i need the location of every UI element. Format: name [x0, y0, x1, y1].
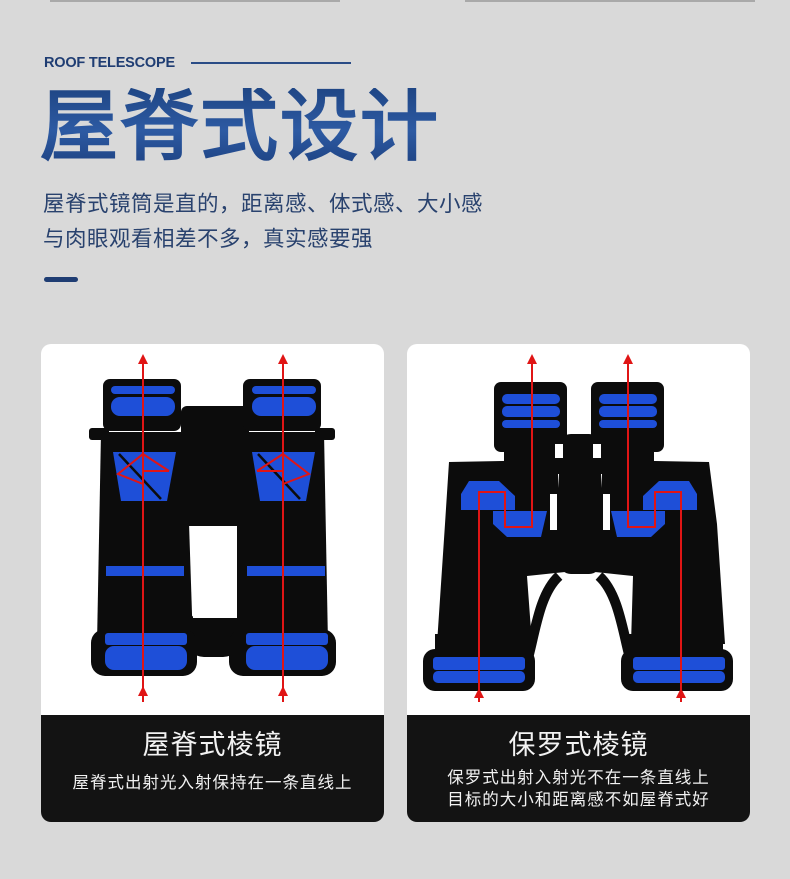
porro-prism-text-1: 保罗式出射入射光不在一条直线上 [447, 768, 710, 787]
tagline-divider [191, 62, 351, 64]
description-divider [44, 277, 78, 282]
roof-prism-text-1: 屋脊式出射光入射保持在一条直线上 [72, 773, 353, 792]
porro-prism-caption: 保罗式棱镜 保罗式出射入射光不在一条直线上 目标的大小和距离感不如屋脊式好 [407, 715, 750, 822]
top-strip-right [465, 0, 755, 2]
roof-prism-binoculars-icon [89, 354, 336, 702]
description-line-2: 与肉眼观看相差不多，真实感要强 [43, 227, 374, 252]
porro-prism-binoculars-icon [423, 354, 733, 702]
roof-prism-title: 屋脊式棱镜 [142, 730, 283, 761]
top-strip-left [50, 0, 340, 2]
porro-prism-title: 保罗式棱镜 [508, 730, 649, 761]
porro-prism-text-2: 目标的大小和距离感不如屋脊式好 [447, 790, 710, 809]
description-line-1: 屋脊式镜筒是直的，距离感、体式感、大小感 [43, 192, 484, 217]
section-tagline: ROOF TELESCOPE [44, 55, 175, 71]
description: 屋脊式镜筒是直的，距离感、体式感、大小感 与肉眼观看相差不多，真实感要强 [43, 187, 483, 257]
porro-prism-card: 保罗式棱镜 保罗式出射入射光不在一条直线上 目标的大小和距离感不如屋脊式好 [407, 344, 750, 822]
roof-prism-caption: 屋脊式棱镜 屋脊式出射光入射保持在一条直线上 [41, 715, 384, 822]
page-title: 屋脊式设计 [40, 82, 441, 172]
roof-prism-card: 屋脊式棱镜 屋脊式出射光入射保持在一条直线上 [41, 344, 384, 822]
